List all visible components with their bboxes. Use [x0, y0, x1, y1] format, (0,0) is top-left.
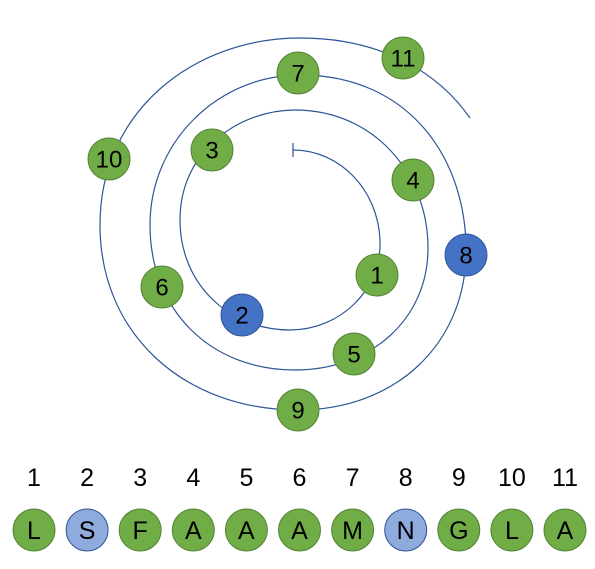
spiral-node-6-label: 6	[155, 275, 168, 302]
spiral-node-3: 3	[190, 128, 234, 172]
spiral-node-11-circle	[381, 36, 425, 80]
sequence-index-9: 9	[452, 464, 466, 492]
sequence-residue-4-circle	[171, 508, 215, 552]
sequence-residue-11-circle	[543, 508, 587, 552]
sequence-index-6: 6	[293, 464, 307, 492]
sequence-residue-7: M	[331, 508, 375, 552]
sequence-residue-2: S	[65, 508, 109, 552]
spiral-node-7-label: 7	[291, 61, 304, 88]
sequence-residue-9-circle	[437, 508, 481, 552]
sequence-residue-9-label: G	[449, 517, 468, 545]
sequence-index-3: 3	[133, 464, 147, 492]
spiral-node-9: 9	[276, 388, 320, 432]
spiral-node-6-circle	[140, 265, 184, 309]
spiral-node-2-circle	[220, 293, 264, 337]
spiral-node-2-label: 2	[235, 303, 248, 330]
sequence-residue-5: A	[224, 508, 268, 552]
spiral-node-9-label: 9	[291, 398, 304, 425]
sequence-residue-11-label: A	[557, 517, 574, 545]
sequence-index-5: 5	[239, 464, 253, 492]
spiral-node-4-circle	[391, 158, 435, 202]
spiral-nodes: 1 2 3 4 5 6 7 8 9 10 11	[87, 36, 488, 432]
sequence-residue-3-circle	[118, 508, 162, 552]
sequence-residue-4-label: A	[185, 517, 202, 545]
spiral-node-4-label: 4	[406, 168, 419, 195]
spiral-node-6: 6	[140, 265, 184, 309]
sequence-index-row: 1 2 3 4 5 6 7 8 9 10 11	[27, 464, 578, 492]
sequence-residue-11: A	[543, 508, 587, 552]
sequence-index-11: 11	[552, 464, 578, 492]
sequence-residue-2-label: S	[79, 517, 96, 545]
spiral-node-5: 5	[332, 332, 376, 376]
sequence-index-7: 7	[346, 464, 360, 492]
sequence-residue-1-circle	[12, 508, 56, 552]
sequence-residue-6-circle	[278, 508, 321, 552]
sequence-residue-1: L	[12, 508, 56, 552]
sequence-residue-3-label: F	[133, 517, 148, 545]
sequence-index-4: 4	[186, 464, 200, 492]
sequence-residue-10-circle	[490, 508, 534, 552]
sequence-residue-1-label: L	[27, 517, 41, 545]
sequence-residue-8-circle	[384, 508, 428, 552]
sequence-residue-7-label: M	[342, 517, 363, 545]
sequence-index-8: 8	[399, 464, 413, 492]
sequence-residue-3: F	[118, 508, 162, 552]
sequence-residue-4: A	[171, 508, 215, 552]
sequence-residue-7-circle	[331, 508, 375, 552]
sequence-index-10: 10	[498, 464, 526, 492]
spiral-node-1-label: 1	[370, 263, 383, 290]
spiral-node-10-label: 10	[96, 147, 123, 174]
sequence-index-1: 1	[27, 464, 41, 492]
spiral-node-1-circle	[355, 253, 399, 297]
sequence-residue-2-circle	[65, 508, 109, 552]
spiral-line	[99, 37, 471, 411]
spiral-node-8-circle	[444, 233, 488, 277]
spiral-node-8-label: 8	[459, 243, 472, 270]
spiral-node-3-circle	[190, 128, 234, 172]
sequence-residue-6-label: A	[291, 517, 308, 545]
spiral-node-10: 10	[87, 137, 131, 181]
spiral-node-2: 2	[220, 293, 264, 337]
sequence-residue-9: G	[437, 508, 481, 552]
spiral-node-9-circle	[276, 388, 320, 432]
spiral-node-11-label: 11	[391, 46, 416, 73]
spiral-node-4: 4	[391, 158, 435, 202]
spiral-node-11: 11	[381, 36, 425, 80]
sequence-residue-8: N	[384, 508, 428, 552]
sequence-residue-10-label: L	[505, 517, 519, 545]
spiral-node-7-circle	[276, 51, 320, 95]
spiral-node-3-label: 3	[205, 138, 218, 165]
sequence-residue-6: A	[278, 508, 321, 552]
sequence-residue-10: L	[490, 508, 534, 552]
sequence-residue-8-label: N	[397, 517, 415, 545]
spiral-node-8: 8	[444, 233, 488, 277]
sequence-index-2: 2	[80, 464, 94, 492]
spiral-node-5-label: 5	[347, 342, 360, 369]
sequence-residue-5-circle	[224, 508, 268, 552]
spiral-node-7: 7	[276, 51, 320, 95]
sequence-residue-5-label: A	[238, 517, 255, 545]
spiral-node-1: 1	[355, 253, 399, 297]
spiral-node-10-circle	[87, 137, 131, 181]
spiral-node-5-circle	[332, 332, 376, 376]
